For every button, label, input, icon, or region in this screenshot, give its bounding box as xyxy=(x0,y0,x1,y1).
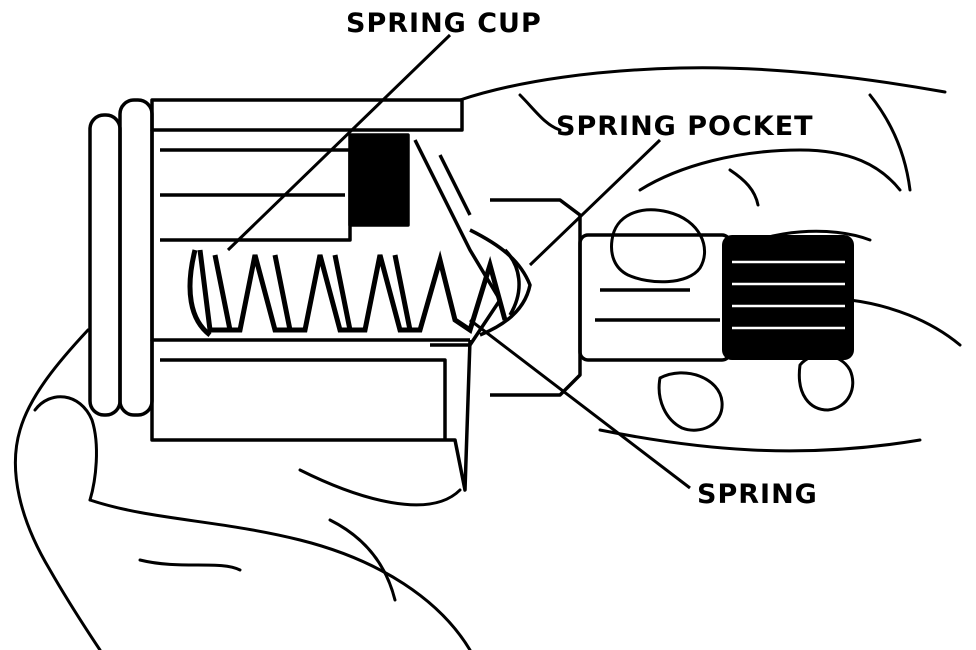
spring-pocket xyxy=(469,198,582,397)
leader-lines xyxy=(226,33,691,490)
spring-cup-leader xyxy=(226,33,452,252)
shaft xyxy=(578,233,732,362)
left-hand xyxy=(13,328,472,650)
spring-pocket-leader xyxy=(528,138,662,267)
spring xyxy=(187,249,508,337)
spring-cup-label: SPRING CUP xyxy=(346,8,542,39)
right-hand xyxy=(458,66,962,453)
spring-leader xyxy=(469,318,691,490)
spring-pocket-label: SPRING POCKET xyxy=(556,111,814,142)
knurled-knob xyxy=(722,235,854,360)
housing xyxy=(88,98,472,492)
spring-cup xyxy=(413,139,502,347)
spring-label: SPRING xyxy=(697,479,818,510)
